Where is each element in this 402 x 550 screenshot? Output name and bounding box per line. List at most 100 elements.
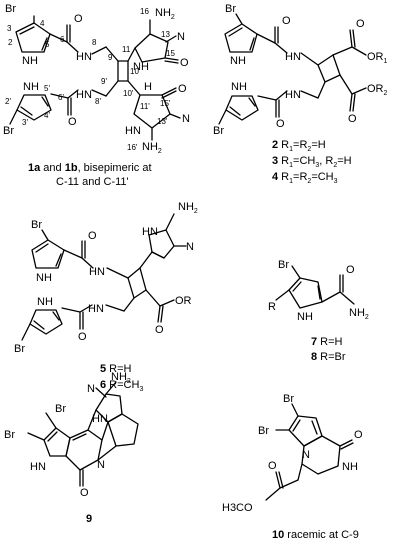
- svg-text:C-11 and C-11': C-11 and C-11': [56, 176, 129, 188]
- compound-2-4-caption: 2 R1=R2=H 3 R1=CH3, R2=H 4 R1=R2=CH3: [272, 139, 352, 185]
- svg-text:7 R=H: 7 R=H: [311, 336, 343, 348]
- atom-hn-9a: HN: [30, 461, 46, 473]
- locant-11: 11: [122, 45, 131, 54]
- atom-n-5: N: [186, 241, 194, 253]
- atom-hn-5c: HN: [88, 303, 104, 315]
- locant-13: 13: [161, 30, 170, 39]
- locant-10: 10: [130, 67, 139, 76]
- locant-11p: 11': [140, 102, 150, 111]
- compound-7-8-structure: Br R NH O NH2: [268, 259, 369, 323]
- atom-h-11: H: [144, 81, 152, 93]
- compound-2-4-structure: Br NH O HN O OR1 HN OR2 O NH O Br: [213, 3, 388, 137]
- compound-10-caption: 10 racemic at C-9: [272, 529, 359, 541]
- atom-br-9a: Br: [55, 403, 66, 415]
- compound-10-structure: Br Br N O NH O H3CO: [222, 393, 363, 514]
- svg-text:9: 9: [86, 513, 92, 525]
- atom-nh2-5: NH2: [178, 201, 198, 215]
- atom-br-2b: Br: [213, 125, 224, 137]
- locant-16: 16: [140, 7, 149, 16]
- compound-5-6-caption: 5 R=H 6 R=CH3: [100, 363, 143, 393]
- atom-h3co: H3CO: [222, 502, 253, 514]
- atom-nh2-16p: NH2: [142, 141, 162, 155]
- locant-15: 15: [166, 49, 175, 58]
- atom-nh-12: NH: [133, 61, 149, 73]
- svg-text:3 R1=CH3, R2=H: 3 R1=CH3, R2=H: [272, 155, 352, 169]
- svg-text:5 R=H: 5 R=H: [100, 363, 132, 375]
- atom-n-9b: N: [87, 383, 95, 395]
- atom-hn-7p: HN: [76, 89, 92, 101]
- locant-16p: 16': [127, 143, 138, 152]
- atom-br-5a: Br: [31, 219, 42, 231]
- svg-text:2 R1=R2=H: 2 R1=R2=H: [272, 139, 326, 153]
- atom-o-2b: O: [356, 18, 365, 30]
- locant-9p: 9': [101, 77, 107, 86]
- atom-o-2d: O: [276, 118, 285, 130]
- atom-o-9: O: [80, 487, 89, 499]
- atom-nh-5b: NH: [37, 296, 53, 308]
- atom-or-5: OR: [175, 295, 192, 307]
- atom-or2: OR2: [367, 83, 388, 97]
- svg-text:6 R=CH3: 6 R=CH3: [100, 379, 143, 393]
- atom-hn-9b: HN: [92, 413, 108, 425]
- locant-3: 3: [7, 24, 12, 33]
- atom-n-9: N: [97, 459, 105, 471]
- compound-1-caption: 1a and 1b, bisepimeric at C-11 and C-11': [28, 162, 152, 188]
- compound-9-structure: Br Br HN O N N NH2 HN: [4, 371, 139, 499]
- locant-6p: 6': [58, 93, 64, 102]
- atom-nh2-7: NH2: [349, 307, 369, 321]
- atom-n-14p: N: [182, 113, 190, 125]
- locant-15p: 15': [160, 99, 171, 108]
- atom-or1: OR1: [367, 51, 388, 65]
- atom-o-10: O: [354, 429, 363, 441]
- atom-o-15: O: [180, 57, 189, 69]
- locant-3p: 3': [22, 118, 28, 127]
- atom-br-7: Br: [278, 259, 289, 271]
- atom-o-6p: O: [68, 116, 77, 128]
- atom-o-2a: O: [282, 15, 291, 27]
- atom-hn-12p: HN: [125, 125, 141, 137]
- atom-hn-2b: HN: [285, 89, 301, 101]
- atom-n-14: N: [177, 31, 185, 43]
- atom-br-5b: Br: [14, 343, 25, 355]
- locant-13p: 13': [157, 117, 168, 126]
- atom-o-6: O: [74, 13, 83, 25]
- atom-o-5b: O: [155, 324, 164, 336]
- atom-hn-5a: HN: [89, 266, 105, 278]
- atom-o-5c: O: [78, 331, 87, 343]
- locant-6: 6: [60, 35, 65, 44]
- compound-9-caption: 9: [86, 513, 92, 525]
- compound-1-structure: Br NH O HN NH2 N O NH H HN O NH Br O HN …: [3, 3, 190, 155]
- locant-4: 4: [40, 19, 45, 28]
- atom-br-1p: Br: [3, 125, 14, 137]
- atom-hn-5b: HN: [142, 226, 158, 238]
- atom-hn-7: HN: [76, 51, 92, 63]
- atom-br-2a: Br: [225, 3, 236, 15]
- atom-o-7: O: [346, 264, 355, 276]
- compound-5-6-structure: Br NH O HN NH2 HN N O OR HN NH O Br: [14, 201, 198, 355]
- atom-o-5a: O: [88, 230, 97, 242]
- locant-8: 8: [92, 38, 97, 47]
- atom-br-9b: Br: [4, 429, 15, 441]
- svg-text:4 R1=R2=CH3: 4 R1=R2=CH3: [272, 171, 338, 185]
- atom-nh-5a: NH: [36, 272, 52, 284]
- locant-2: 2: [8, 38, 13, 47]
- atom-br-10a: Br: [283, 393, 294, 405]
- atom-o-2c: O: [348, 113, 357, 125]
- atom-nh-2b: NH: [231, 81, 247, 93]
- locant-4p: 4': [44, 111, 50, 120]
- svg-text:10 racemic at C-9: 10 racemic at C-9: [272, 529, 359, 541]
- atom-nh2-16: NH2: [155, 7, 175, 21]
- atom-nh-10: NH: [342, 461, 358, 473]
- atom-nh-1p: NH: [23, 81, 39, 93]
- locant-5: 5: [45, 40, 50, 49]
- locant-8p: 8': [95, 97, 101, 106]
- svg-text:1a and 1b, bisepimeric at: 1a and 1b, bisepimeric at: [28, 162, 152, 174]
- atom-nh-2a: NH: [230, 55, 246, 67]
- atom-br-10b: Br: [258, 425, 269, 437]
- atom-nh-7: NH: [297, 311, 313, 323]
- locant-10p: 10': [123, 89, 134, 98]
- locant-9: 9: [108, 53, 113, 62]
- atom-o-10b: O: [268, 460, 277, 472]
- svg-text:8 R=Br: 8 R=Br: [311, 351, 346, 363]
